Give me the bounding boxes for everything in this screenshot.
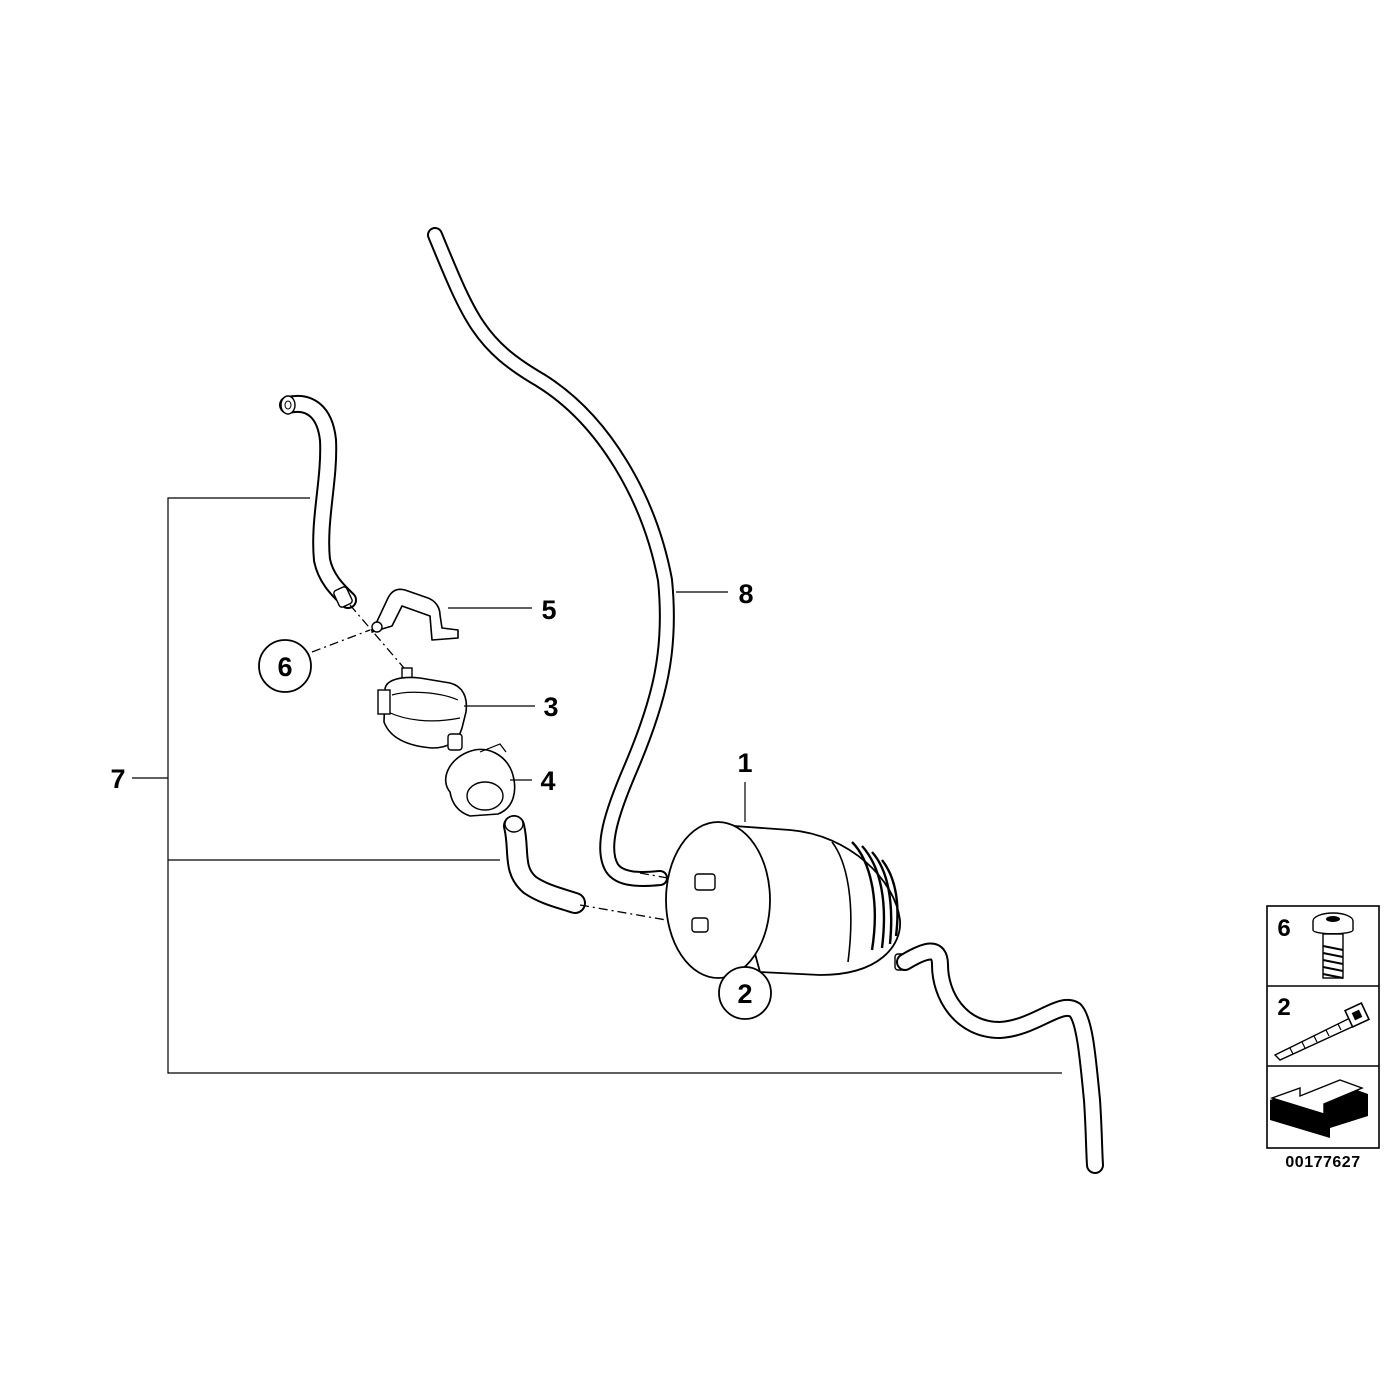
bolt-icon [1312,912,1354,979]
canister-outlet-hose [896,942,1104,1174]
legend-item-bolt-label: 6 [1277,915,1290,942]
callout-2: 2 [737,979,752,1009]
leader-lines [448,591,746,822]
mounting-bracket [371,588,459,641]
legend-item-tie-label: 2 [1277,994,1290,1021]
callout-1: 1 [737,748,752,778]
assembly-line-bolt [311,629,371,653]
upper-vent-hose [279,394,357,609]
purge-valve [377,667,468,751]
callout-3: 3 [543,692,558,722]
callout-4: 4 [540,766,555,796]
assembly-bracket [132,497,1062,1074]
valve-holder [444,743,516,817]
cable-tie-icon [1273,1001,1371,1061]
legend-panel: 6 2 [1266,905,1380,1149]
callout-7: 7 [110,764,125,794]
callout-6-circle [258,639,312,693]
diagram-id: 00177627 [1285,1154,1360,1171]
callout-2-circle [718,966,772,1020]
callout-6: 6 [277,652,292,682]
callout-8: 8 [738,579,753,609]
assembly-line-top [349,604,411,676]
carbon-canister [665,821,910,979]
arrow-left-icon [1269,1079,1368,1138]
lower-vent-hose [503,815,586,914]
long-vent-hose [427,227,675,887]
callout-5: 5 [541,595,556,625]
